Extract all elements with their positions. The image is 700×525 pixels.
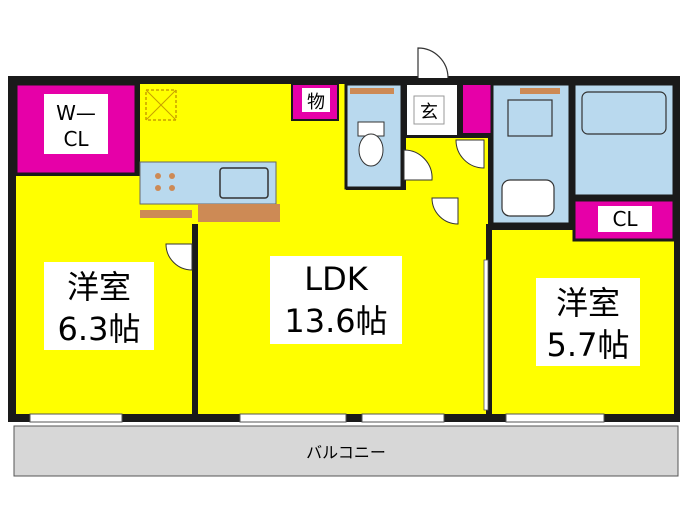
wcl-label-line2: CL (63, 127, 89, 151)
bathtub (581, 91, 667, 135)
wcl-label-line1: W— (56, 101, 96, 125)
western-right-name: 洋室 (556, 284, 620, 322)
washer (501, 179, 555, 217)
closet-right-label: CL (612, 207, 638, 231)
door-swing-western-left (165, 243, 193, 271)
sliding-partition (483, 259, 489, 411)
balcony-label: バルコニー (306, 443, 386, 462)
kitchen-sink (219, 167, 269, 199)
wash-shelf (520, 88, 560, 94)
window-right (505, 413, 605, 423)
balcony (13, 425, 679, 477)
stove-burner (169, 185, 175, 191)
label-bg-ldk (270, 256, 402, 344)
storage-label-bg (302, 88, 330, 112)
window-ldk-1 (239, 413, 347, 423)
fridge-space (145, 89, 177, 121)
ldk-name: LDK (304, 260, 368, 298)
window-ldk-2 (361, 413, 445, 423)
counter-top (198, 204, 280, 222)
entrance-label-bg (413, 95, 445, 125)
western-right-size: 5.7帖 (547, 326, 630, 364)
western-left-name: 洋室 (67, 268, 131, 306)
entrance-door-swing (417, 47, 449, 79)
door-swing-toilet (403, 149, 433, 181)
toilet-shelf (350, 88, 394, 94)
storage-label: 物 (307, 92, 325, 113)
counter-end (140, 210, 192, 218)
western-left-size: 6.3帖 (58, 310, 141, 348)
toilet-bowl (358, 133, 384, 167)
cl-inner (598, 206, 652, 232)
wash-basin (507, 99, 553, 137)
door-swing-wash (455, 139, 485, 169)
wcl-inner (44, 94, 108, 154)
label-bg-western-right (536, 278, 640, 366)
door-swing-hall (431, 197, 459, 225)
room-ldk-right (346, 190, 406, 224)
entrance-label: 玄 (420, 102, 438, 123)
stove-burner (155, 173, 161, 179)
label-bg-western-left (44, 262, 154, 350)
window-left (29, 413, 123, 423)
fridge-cross (145, 89, 177, 121)
stove-burner (169, 173, 175, 179)
stove-burner (155, 185, 161, 191)
ldk-size: 13.6帖 (284, 302, 387, 340)
